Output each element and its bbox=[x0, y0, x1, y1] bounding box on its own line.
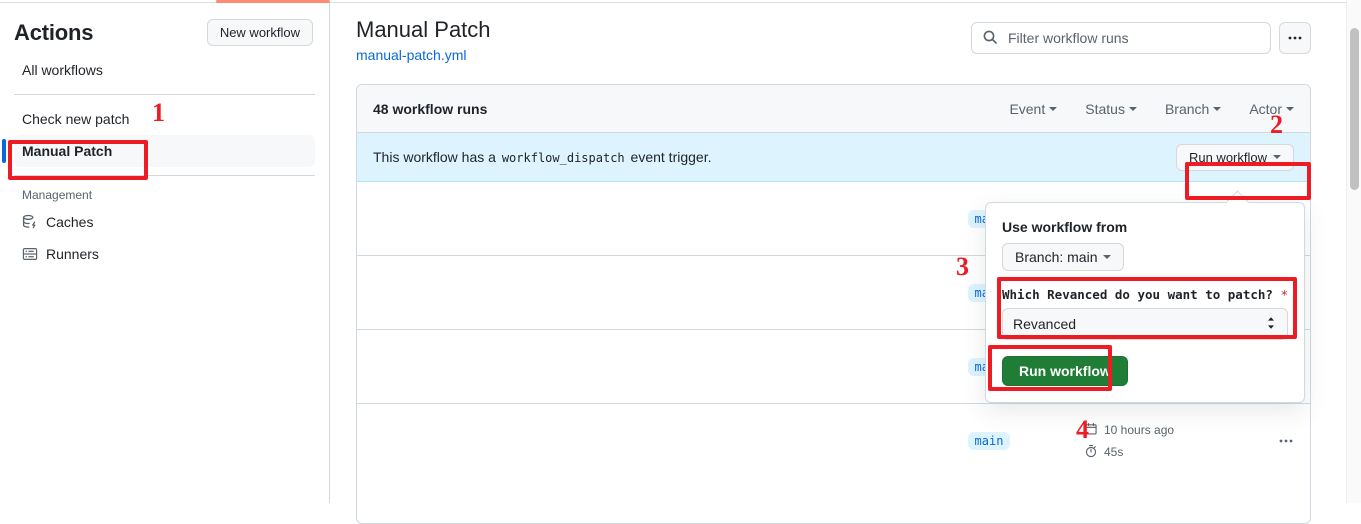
dispatch-text-after: event trigger. bbox=[630, 149, 712, 165]
chevron-down-icon bbox=[1049, 106, 1058, 111]
runs-filter-group: Event Status Branch Actor bbox=[1009, 101, 1294, 117]
workflow-runs-panel: 48 workflow runs Event Status Branch Act… bbox=[356, 84, 1311, 524]
filter-branch-label: Branch bbox=[1164, 100, 1210, 117]
actions-sidebar: Actions New workflow All workflows Check… bbox=[0, 3, 330, 503]
sidebar-item-manual-patch[interactable]: Manual Patch bbox=[2, 135, 315, 167]
submit-run-workflow-button[interactable]: Run workflow bbox=[1002, 356, 1128, 386]
sidebar-item-label: Check new patch bbox=[22, 111, 130, 127]
workflow-runs-count: 48 workflow runs bbox=[373, 100, 488, 117]
run-workflow-button-label: Run workflow bbox=[1188, 149, 1267, 165]
filter-event[interactable]: Event bbox=[1009, 100, 1058, 117]
chevron-down-icon bbox=[1286, 106, 1294, 111]
run-meta-cell: 10 hours ago 45s bbox=[1084, 422, 1254, 461]
sidebar-item-runners[interactable]: Runners bbox=[14, 238, 315, 270]
run-date-line: 10 hours ago bbox=[1084, 422, 1254, 439]
database-cache-icon bbox=[22, 214, 38, 230]
dispatch-event-code: workflow_dispatch bbox=[501, 151, 625, 165]
dispatch-text-before: This workflow has a bbox=[373, 149, 496, 165]
filter-actor[interactable]: Actor bbox=[1249, 101, 1294, 117]
workflow-file-link-wrap: manual-patch.yml bbox=[356, 47, 491, 63]
branch-selector-label: Branch: main bbox=[1015, 249, 1098, 265]
run-workflow-popover: Use workflow from Branch: main Which Rev… bbox=[985, 202, 1305, 403]
sidebar-group-management: Management bbox=[22, 188, 93, 202]
workflow-dispatch-banner: This workflow has a workflow_dispatch ev… bbox=[357, 133, 1310, 182]
row-kebab-icon[interactable] bbox=[1254, 433, 1294, 449]
required-marker: * bbox=[1280, 287, 1288, 302]
sidebar-item-label: All workflows bbox=[22, 62, 103, 78]
sidebar-item-check-new-patch[interactable]: Check new patch bbox=[14, 103, 315, 135]
sidebar-item-label: Runners bbox=[46, 246, 99, 262]
use-workflow-from-label: Use workflow from bbox=[1002, 219, 1128, 235]
table-row[interactable]: main 10 hours ago bbox=[357, 404, 1310, 478]
dispatch-banner-text: This workflow has a workflow_dispatch ev… bbox=[373, 149, 711, 165]
chevron-down-icon bbox=[1213, 106, 1222, 111]
sidebar-item-all-workflows[interactable]: All workflows bbox=[14, 54, 315, 86]
sidebar-header: Actions New workflow bbox=[0, 3, 329, 54]
filter-status-label: Status bbox=[1085, 100, 1125, 117]
workflow-input-select-value: Revanced bbox=[1013, 316, 1077, 332]
workflow-title: Manual Patch bbox=[356, 17, 491, 42]
header-actions bbox=[971, 22, 1311, 54]
server-rack-icon bbox=[22, 246, 38, 262]
search-icon bbox=[982, 29, 998, 48]
search-box[interactable] bbox=[971, 22, 1271, 54]
run-duration-line: 45s bbox=[1084, 444, 1254, 461]
sidebar-item-label: Caches bbox=[46, 214, 94, 230]
stopwatch-icon bbox=[1084, 444, 1098, 461]
sidebar-item-caches[interactable]: Caches bbox=[14, 206, 315, 238]
sidebar-item-label: Manual Patch bbox=[22, 143, 113, 159]
scrollbar-thumb[interactable] bbox=[1350, 28, 1359, 190]
main-content: Manual Patch manual-patch.yml bbox=[331, 3, 1336, 524]
branch-selector-button[interactable]: Branch: main bbox=[1002, 243, 1125, 271]
filter-event-label: Event bbox=[1009, 100, 1046, 117]
workflow-input-select[interactable]: Revanced bbox=[1002, 308, 1288, 340]
chevron-down-icon bbox=[1128, 106, 1137, 111]
page-scrollbar[interactable] bbox=[1346, 0, 1361, 503]
sidebar-divider-1 bbox=[14, 94, 315, 95]
workflow-title-block: Manual Patch manual-patch.yml bbox=[356, 15, 491, 63]
workflow-input-label: Which Revanced do you want to patch? * bbox=[1002, 287, 1288, 302]
workflow-header: Manual Patch manual-patch.yml bbox=[331, 3, 1336, 63]
page-title: Actions bbox=[14, 19, 94, 45]
workflow-file-link[interactable]: manual-patch.yml bbox=[356, 47, 467, 63]
run-duration: 45s bbox=[1104, 445, 1124, 459]
sidebar-divider-2 bbox=[14, 175, 315, 176]
run-date: 10 hours ago bbox=[1104, 423, 1175, 437]
calendar-icon bbox=[1084, 422, 1098, 439]
search-input[interactable] bbox=[1006, 29, 1260, 47]
run-workflow-dropdown-button[interactable]: Run workflow bbox=[1175, 143, 1294, 171]
chevron-down-icon bbox=[1273, 155, 1281, 159]
kebab-horizontal-icon[interactable] bbox=[1279, 22, 1311, 54]
sidebar-nav-list: All workflows Check new patch Manual Pat… bbox=[0, 54, 329, 270]
run-branch-cell: main bbox=[894, 432, 1084, 450]
top-divider bbox=[0, 2, 1361, 3]
filter-actor-label: Actor bbox=[1249, 100, 1282, 117]
runs-panel-header: 48 workflow runs Event Status Branch Act… bbox=[357, 85, 1310, 133]
workflow-input-label-text: Which Revanced do you want to patch? bbox=[1002, 287, 1273, 302]
new-workflow-button[interactable]: New workflow bbox=[206, 19, 313, 46]
filter-branch[interactable]: Branch bbox=[1164, 100, 1222, 117]
active-tab-underline bbox=[216, 0, 330, 3]
select-updown-icon bbox=[1265, 315, 1277, 333]
chevron-down-icon bbox=[1103, 255, 1112, 259]
filter-status[interactable]: Status bbox=[1085, 101, 1137, 117]
branch-badge[interactable]: main bbox=[967, 432, 1011, 450]
